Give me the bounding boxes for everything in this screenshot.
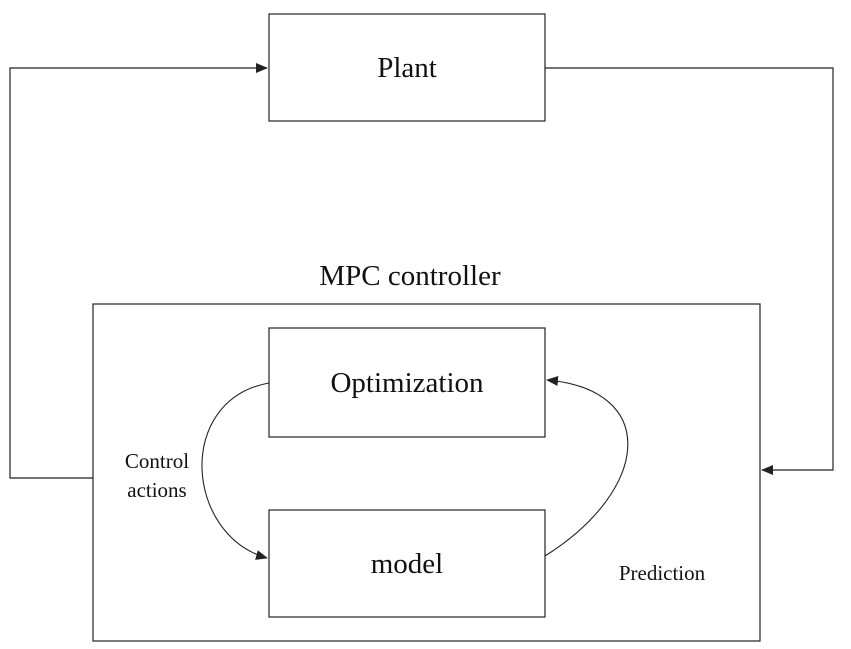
model-label: model [371, 548, 444, 580]
control-actions-arrow [201, 382, 270, 560]
model-block [268, 509, 546, 618]
optimization-label: Optimization [330, 367, 484, 399]
plant-label: Plant [377, 52, 437, 84]
plant-output-arrow [545, 67, 834, 475]
prediction-arrow [544, 375, 629, 557]
control-output-arrow [9, 63, 268, 479]
control-actions-label-line1: Control [125, 449, 189, 473]
controller-title: MPC controller [319, 260, 501, 292]
plant-block [268, 13, 546, 122]
prediction-label: Prediction [619, 561, 706, 585]
control-actions-label-line2: actions [127, 478, 186, 502]
optimization-block [268, 327, 546, 438]
